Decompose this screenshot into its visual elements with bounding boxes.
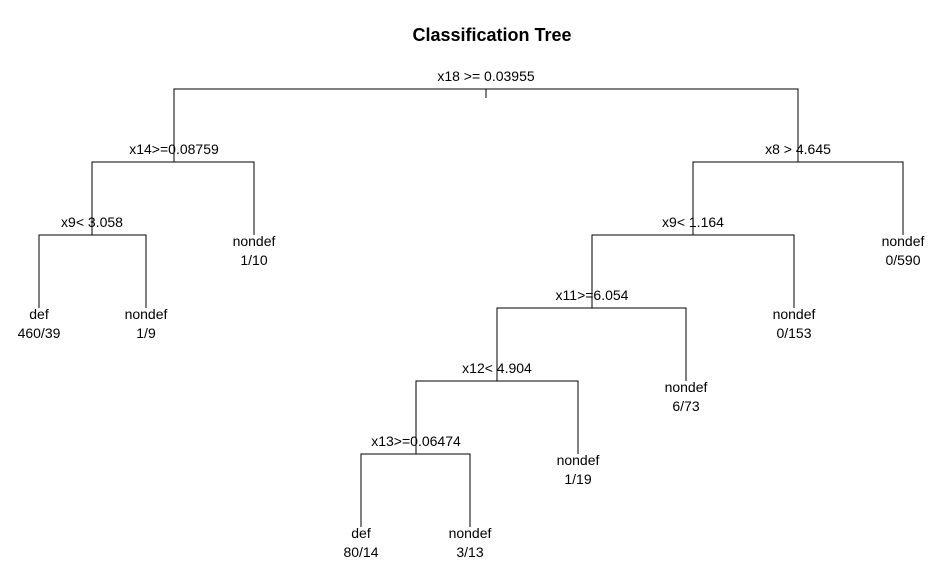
leaf-class: def <box>29 306 49 322</box>
leaf-class: nondef <box>665 379 708 395</box>
leaf-counts: 460/39 <box>18 325 61 341</box>
tree-branch <box>591 234 795 308</box>
tree-branch <box>91 161 255 235</box>
split-label: x14>=0.08759 <box>129 141 219 157</box>
leaf-counts: 1/10 <box>240 252 267 268</box>
split-label: x9< 3.058 <box>61 214 123 230</box>
tree-branch <box>38 234 147 308</box>
split-label: x13>=0.06474 <box>371 433 461 449</box>
leaf-counts: 3/13 <box>456 544 483 560</box>
split-label: x12< 4.904 <box>462 360 532 376</box>
leaf-class: nondef <box>773 306 816 322</box>
leaf-class: nondef <box>125 306 168 322</box>
leaf-class: nondef <box>233 233 276 249</box>
tree-branch <box>173 88 799 162</box>
leaf-counts: 0/153 <box>776 325 811 341</box>
tree-branch <box>360 453 471 527</box>
leaf-counts: 1/9 <box>136 325 156 341</box>
leaf-class: nondef <box>882 233 925 249</box>
tree-branch <box>692 161 904 235</box>
leaf-counts: 0/590 <box>885 252 920 268</box>
chart-title: Classification Tree <box>412 25 571 45</box>
split-label: x11>=6.054 <box>556 287 629 303</box>
tree-edges <box>38 88 904 527</box>
split-label: x8 > 4.645 <box>765 141 831 157</box>
leaf-class: nondef <box>449 525 492 541</box>
tree-nodes: x18 >= 0.03955 x14>=0.08759 x8 > 4.645 x9< … <box>18 68 925 560</box>
leaf-counts: 1/19 <box>564 471 591 487</box>
tree-branch <box>496 307 687 381</box>
split-label: x9< 1.164 <box>662 214 724 230</box>
leaf-class: def <box>351 525 371 541</box>
tree-branch <box>415 380 579 454</box>
split-label: x18 >= 0.03955 <box>437 68 535 84</box>
leaf-counts: 80/14 <box>343 544 378 560</box>
leaf-counts: 6/73 <box>672 398 699 414</box>
leaf-class: nondef <box>557 452 600 468</box>
